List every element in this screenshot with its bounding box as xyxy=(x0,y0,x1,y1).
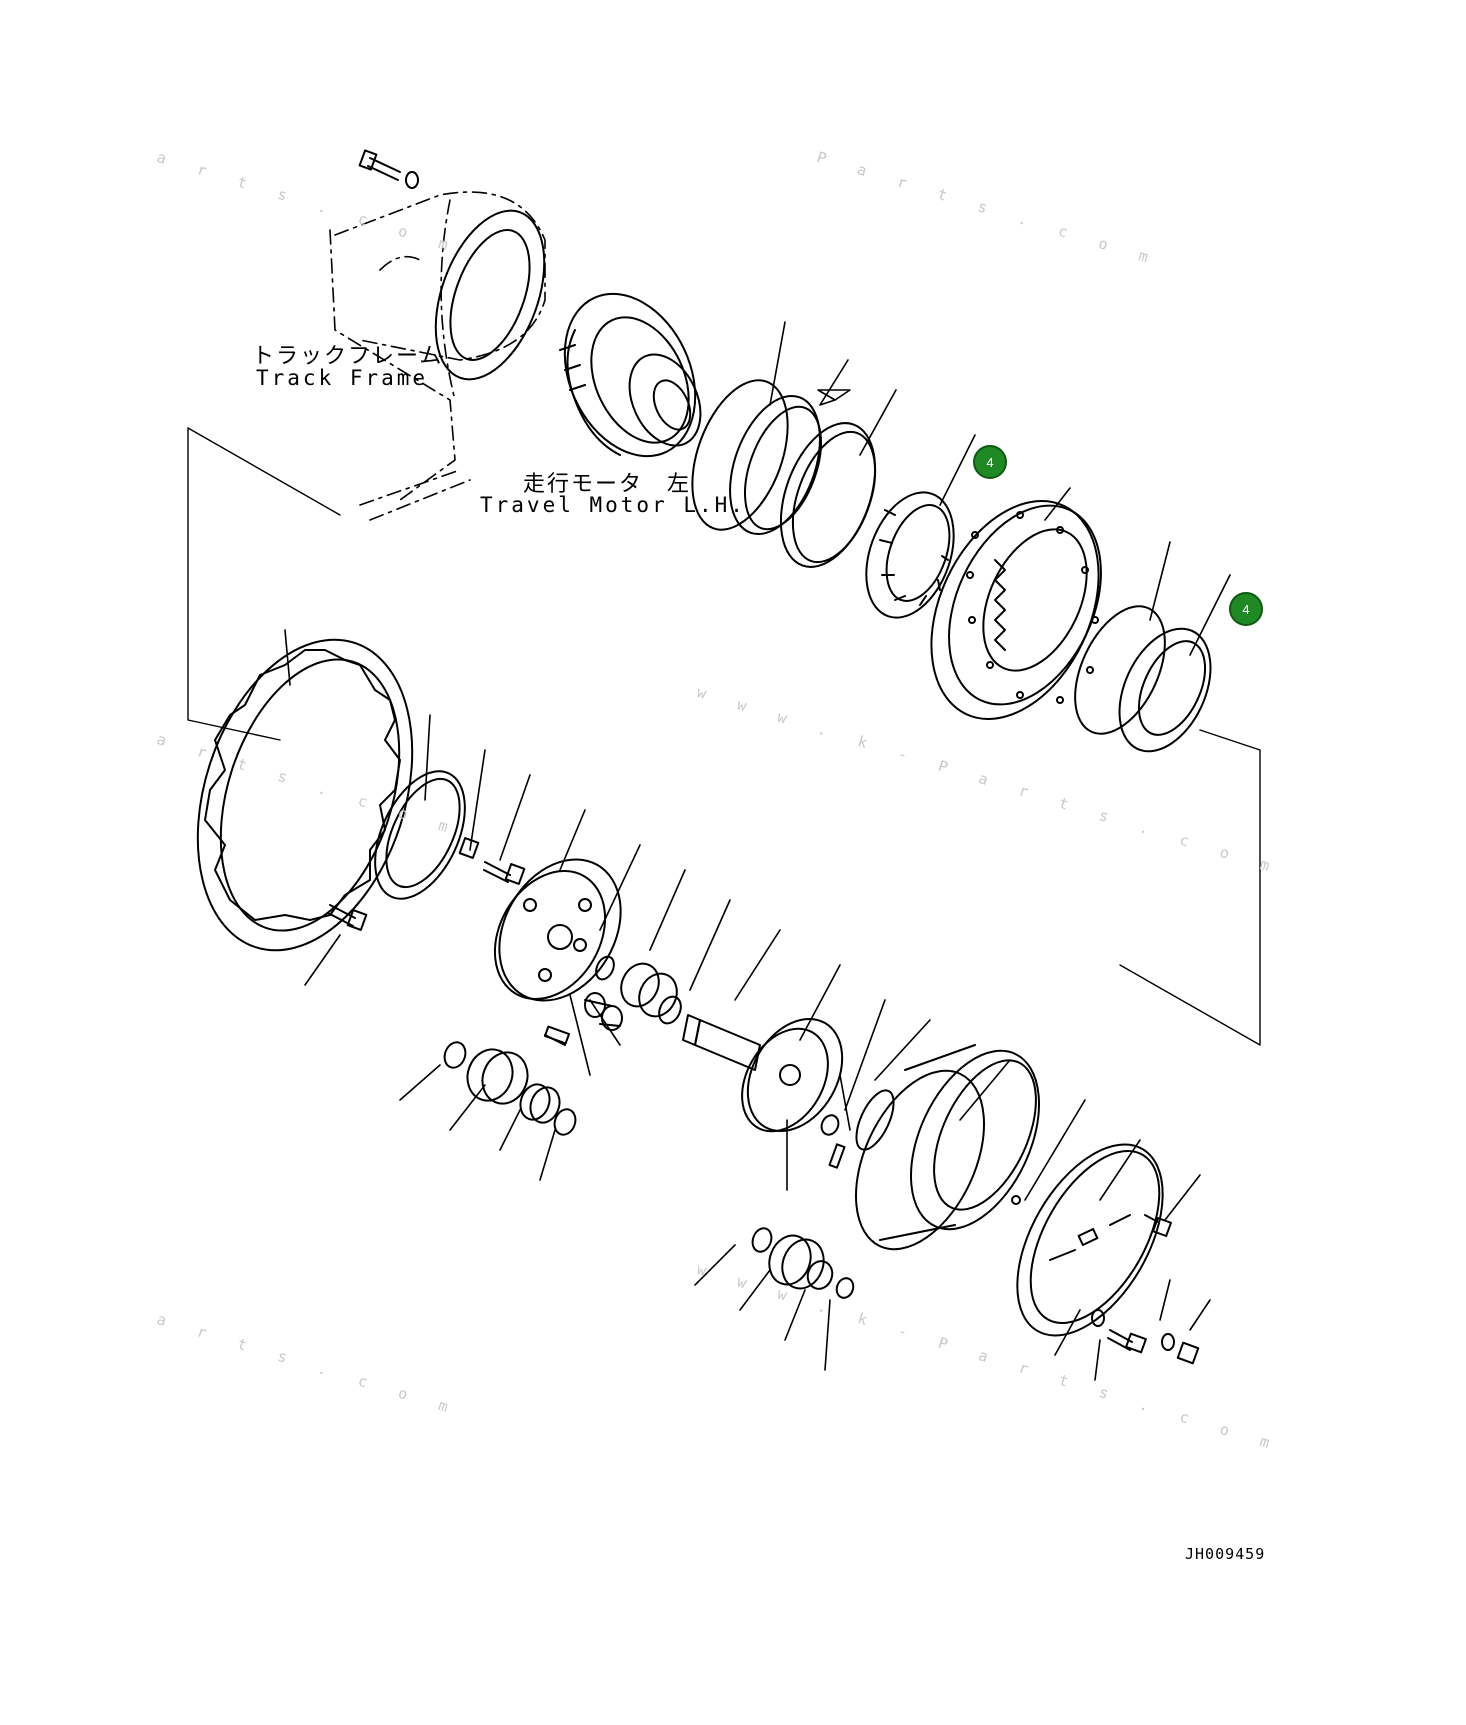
floating-seal-set xyxy=(691,379,877,568)
lock-plate xyxy=(458,837,480,859)
bearing-upper xyxy=(865,491,955,619)
gear-1 xyxy=(620,962,678,1018)
drawing-code: JH009459 xyxy=(1185,1545,1266,1563)
bearing-lower-small xyxy=(806,1260,834,1290)
snap-ring-1 xyxy=(658,995,682,1025)
planet-carrier-1 xyxy=(493,858,622,1002)
travel-motor-label-jp: 走行モータ 左 xyxy=(523,472,692,497)
cover-bolt-top xyxy=(1144,1214,1172,1237)
cover-bolt xyxy=(1107,1329,1147,1354)
washer-lower-2 xyxy=(835,1277,855,1299)
sun-gear-shaft xyxy=(682,1014,761,1071)
ring-gear xyxy=(854,1044,1041,1251)
pin-1 xyxy=(543,1025,571,1046)
gear-lower xyxy=(768,1234,825,1290)
cover-plate xyxy=(1016,1143,1164,1337)
pin-2 xyxy=(828,1143,846,1169)
sprocket xyxy=(196,638,414,952)
group-bracket-lines xyxy=(187,427,1261,1046)
retainer-plate xyxy=(374,770,466,900)
plug xyxy=(1176,1341,1200,1365)
washer-left-2 xyxy=(553,1108,577,1136)
thrust-washer-1 xyxy=(595,955,615,981)
washer-lower-1 xyxy=(751,1227,773,1253)
track-frame-outline xyxy=(329,191,546,521)
sprocket-bolt xyxy=(327,904,368,931)
small-bolt xyxy=(483,861,526,885)
cover-washer xyxy=(1091,1309,1105,1327)
thrust-washer-2 xyxy=(820,1114,840,1136)
top-bolt xyxy=(358,149,419,189)
part-callout-badge[interactable]: 4 xyxy=(1229,592,1263,626)
plug-oring xyxy=(1161,1333,1175,1351)
travel-motor xyxy=(559,292,702,458)
washer-left-1 xyxy=(443,1041,467,1069)
snap-ring-2 xyxy=(855,1089,895,1151)
ball xyxy=(1011,1195,1021,1205)
bearing-lower xyxy=(1118,627,1212,753)
track-frame-label-en: Track Frame xyxy=(256,366,429,390)
gear-left-1 xyxy=(466,1048,529,1105)
hub xyxy=(930,500,1102,720)
shaft-1 xyxy=(584,992,623,1031)
leader-lines xyxy=(284,321,1231,1381)
travel-motor-label-en: Travel Motor L.H. xyxy=(480,493,746,517)
bearing-left xyxy=(519,1083,561,1124)
track-frame-flange xyxy=(434,209,546,381)
part-callout-badge[interactable]: 4 xyxy=(973,445,1007,479)
o-ring-right xyxy=(1074,605,1166,735)
planet-carrier-2 xyxy=(741,1017,844,1133)
track-frame-label-jp: トラックフレーム xyxy=(252,344,444,369)
